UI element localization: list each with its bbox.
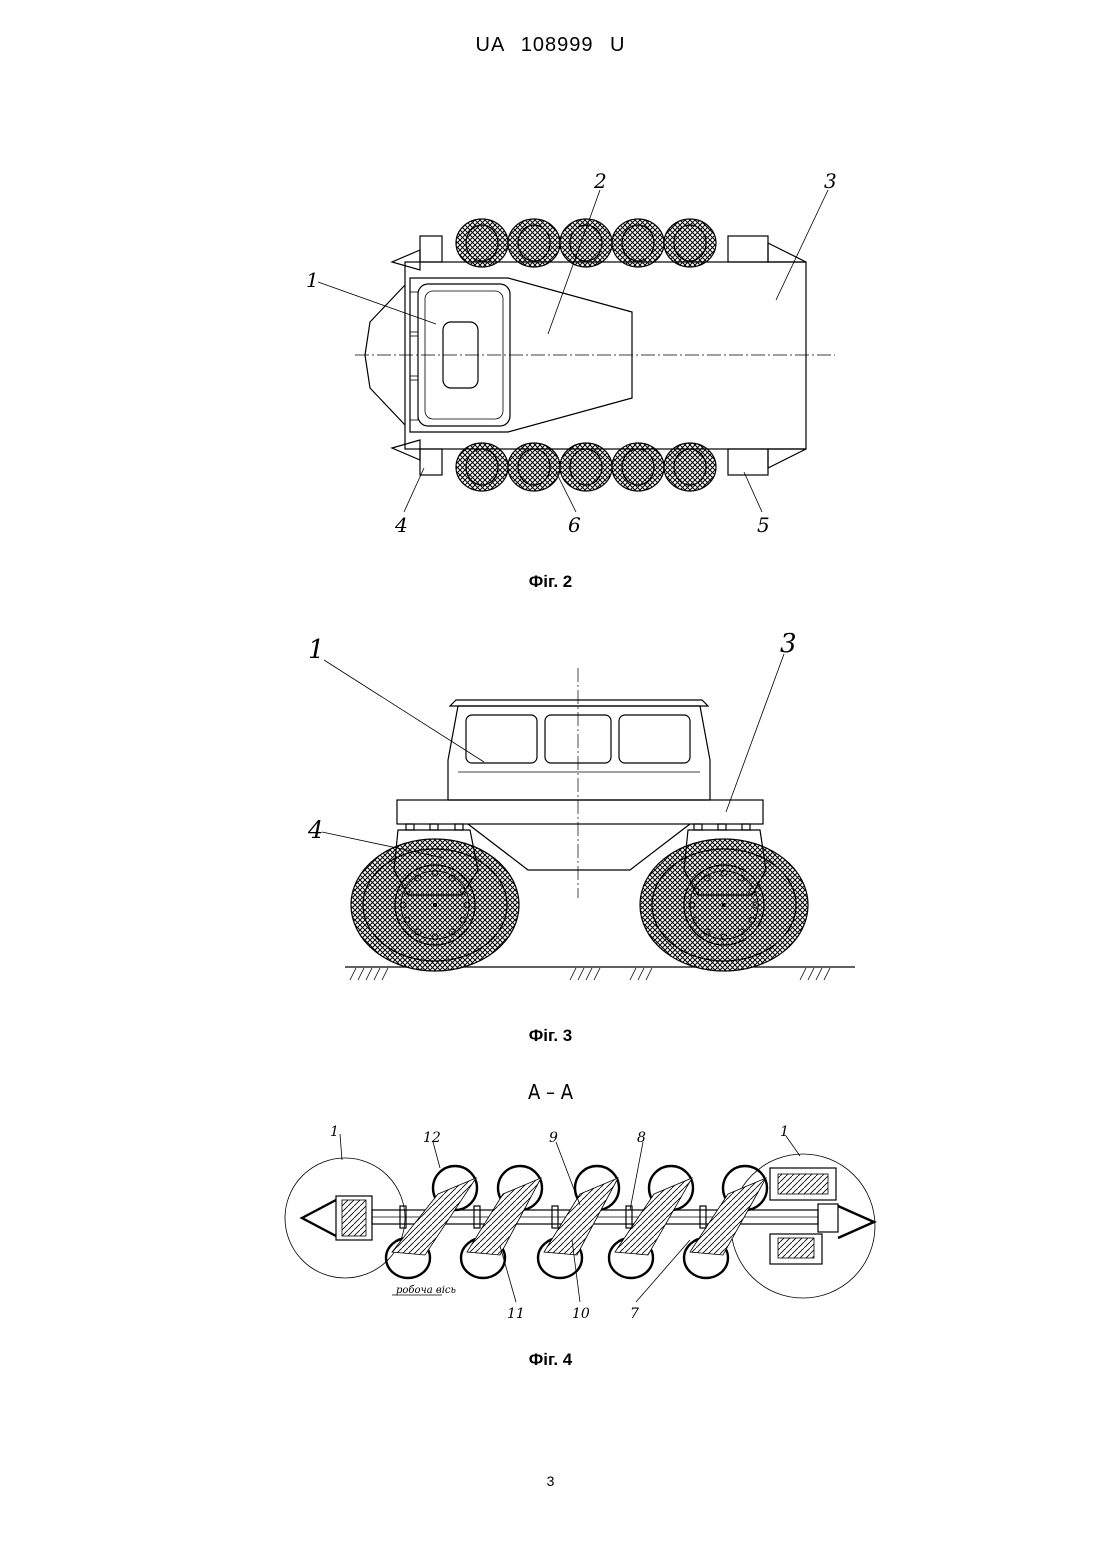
cabin-window-left [466, 715, 537, 763]
platform-front [397, 800, 763, 824]
cabin-front [448, 706, 710, 800]
section-label: А – А [0, 1080, 1101, 1104]
fig2-label-2: 2 [593, 169, 607, 193]
figure-3-drawing: 1 3 4 [0, 625, 1101, 1005]
left-wheel [351, 830, 519, 971]
figure-2-caption: Фіг. 2 [0, 572, 1101, 592]
fig4-label-1-left: 1 [330, 1124, 339, 1140]
fig4-label-12: 12 [423, 1130, 441, 1146]
wheels-top-row [456, 219, 716, 267]
patent-header: UA 108999 U [0, 34, 1101, 57]
fig4-label-9: 9 [549, 1130, 558, 1146]
figure-3-caption: Фіг. 3 [0, 1026, 1101, 1046]
fig4-label-11: 11 [507, 1306, 525, 1322]
hull-front [468, 824, 690, 870]
fig2-label-4: 4 [394, 513, 408, 537]
fig2-label-1: 1 [306, 268, 319, 292]
fig4-label-7: 7 [630, 1306, 639, 1322]
fig4-label-1-right: 1 [780, 1124, 789, 1140]
figure-4-caption: Фіг. 4 [0, 1350, 1101, 1370]
fig3-label-1: 1 [308, 635, 325, 665]
fig3-label-3: 3 [780, 629, 797, 659]
page-number: 3 [0, 1473, 1101, 1489]
right-hub [770, 1168, 874, 1264]
fig2-label-3: 3 [824, 169, 837, 193]
end-bogies [392, 236, 806, 475]
fig2-label-6: 6 [568, 513, 581, 537]
section-wheels [386, 1166, 767, 1278]
fig4-label-8: 8 [637, 1130, 646, 1146]
working-axis-note: робоча вісь [396, 1285, 456, 1296]
wheels-bottom-row [456, 443, 716, 491]
fig3-label-4: 4 [307, 816, 323, 844]
platform-body [405, 262, 806, 449]
fig2-label-5: 5 [757, 513, 770, 537]
left-hub [302, 1196, 372, 1240]
cabin-window-right [619, 715, 690, 763]
right-wheel [640, 830, 808, 971]
fig4-label-10: 10 [572, 1306, 590, 1322]
figure-4-drawing: 1 12 9 8 1 11 10 7 робоча вісь [0, 1120, 1101, 1330]
figure-2-drawing: 1 2 3 4 6 5 [0, 160, 1101, 550]
